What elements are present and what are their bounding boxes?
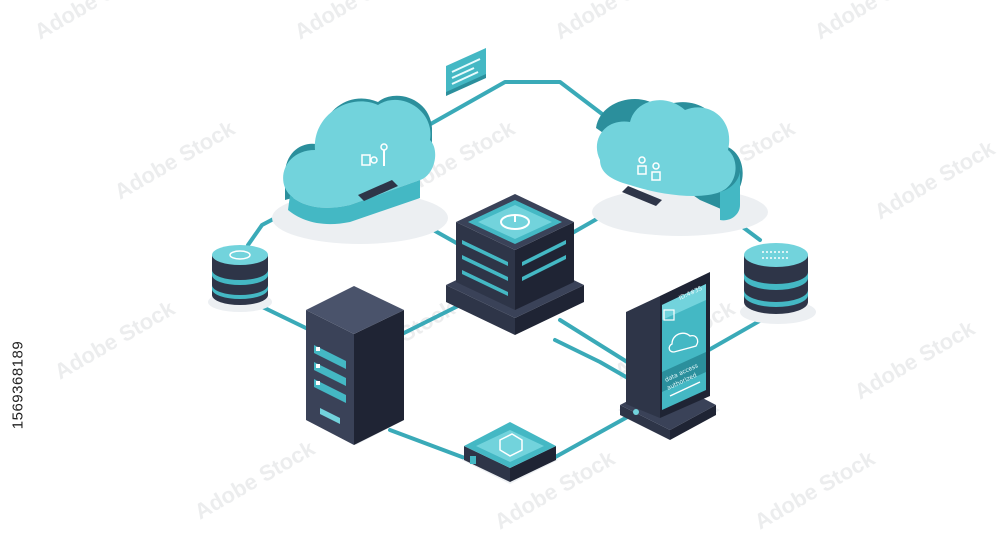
svg-text:Adobe Stock: Adobe Stock bbox=[290, 0, 420, 44]
svg-text:Adobe Stock: Adobe Stock bbox=[550, 0, 680, 44]
svg-text:Adobe Stock: Adobe Stock bbox=[30, 0, 160, 44]
svg-text:Adobe Stock: Adobe Stock bbox=[870, 135, 1000, 224]
central-server-stack bbox=[446, 194, 584, 335]
left-database bbox=[208, 245, 272, 312]
message-card-icon bbox=[446, 48, 486, 96]
right-database bbox=[740, 243, 816, 324]
right-cloud bbox=[592, 98, 768, 236]
cable-left-cloud-to-message bbox=[418, 80, 612, 132]
cable-rack-to-router bbox=[388, 428, 472, 462]
svg-text:Adobe Stock: Adobe Stock bbox=[50, 295, 180, 384]
left-rack-cabinet bbox=[306, 286, 404, 445]
left-cloud bbox=[272, 95, 448, 244]
svg-text:Adobe Stock: Adobe Stock bbox=[110, 115, 240, 204]
cable-router-to-terminal bbox=[548, 408, 642, 462]
right-terminal: ID:4#35 data access authorized bbox=[618, 272, 720, 440]
bottom-router bbox=[462, 422, 558, 484]
svg-text:Adobe Stock: Adobe Stock bbox=[810, 0, 940, 44]
svg-text:Adobe Stock: Adobe Stock bbox=[850, 315, 980, 404]
svg-text:Adobe Stock: Adobe Stock bbox=[750, 445, 880, 534]
svg-text:Adobe Stock: Adobe Stock bbox=[190, 435, 320, 524]
